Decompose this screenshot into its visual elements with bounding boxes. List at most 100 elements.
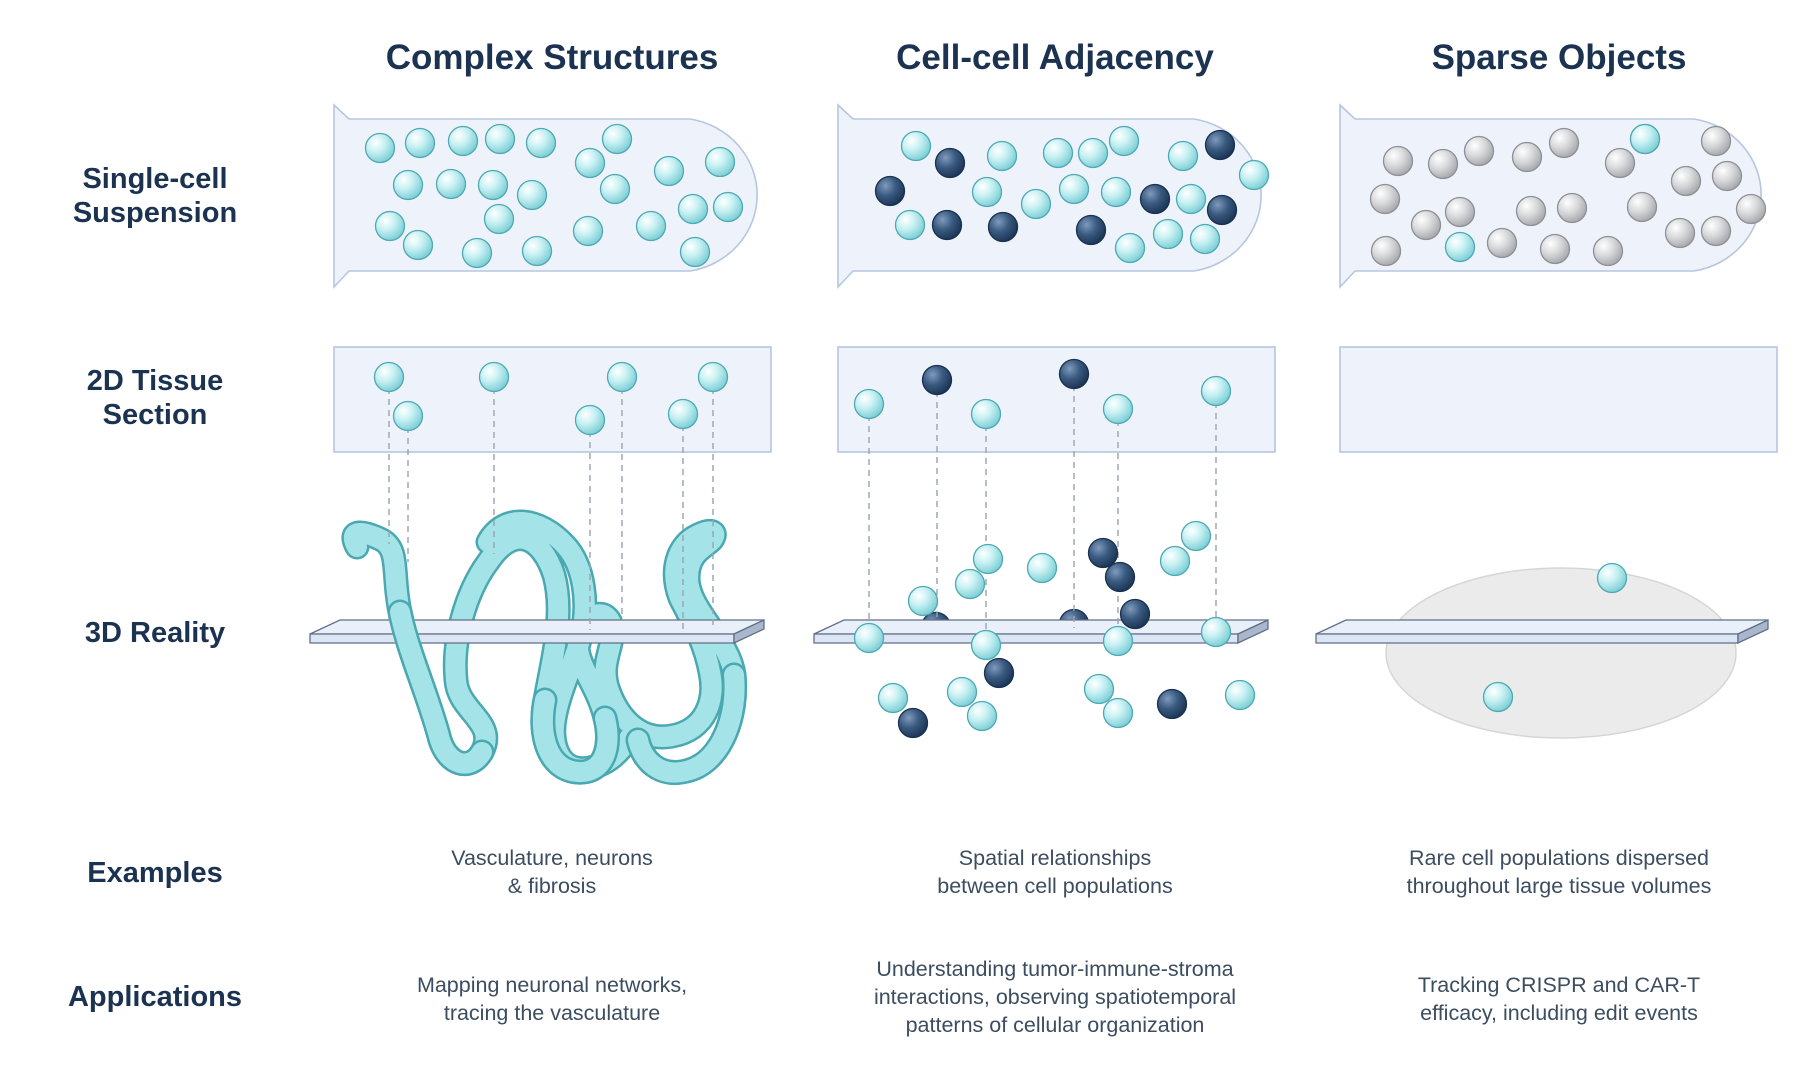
text-line: Rare cell populations dispersed — [1409, 846, 1709, 870]
cell-gray — [1664, 217, 1696, 249]
cell-light — [521, 235, 553, 267]
cell-light — [374, 210, 406, 242]
text-line: Understanding tumor-immune-stroma — [876, 957, 1234, 981]
cell-light — [402, 229, 434, 261]
cell-light — [1114, 232, 1146, 264]
cell-light — [966, 700, 998, 732]
cell-light — [1077, 137, 1109, 169]
glass-slide-front — [309, 633, 735, 644]
glass-slide-top — [1315, 619, 1769, 635]
cell-dark — [1087, 537, 1119, 569]
row-label-single-cell-suspension: Single-cell Suspension — [10, 162, 300, 230]
row-label-2d-tissue-section: 2D Tissue Section — [10, 364, 300, 432]
glass-slide-side — [733, 618, 765, 645]
cell-light — [697, 361, 729, 393]
cell-light — [373, 361, 405, 393]
cell-gray — [1556, 192, 1588, 224]
cell-light — [572, 215, 604, 247]
cell-light — [1596, 562, 1628, 594]
glass-slide-side — [1737, 618, 1769, 645]
cell-gray — [1511, 141, 1543, 173]
cell-light — [461, 237, 493, 269]
tissue-section-panel — [837, 346, 1276, 453]
cell-light — [435, 168, 467, 200]
cell-light — [1189, 223, 1221, 255]
row-label-line: 2D Tissue — [86, 365, 224, 397]
cell-light — [1083, 673, 1115, 705]
text-line: tracing the vasculature — [443, 1001, 661, 1025]
row-label-3d-reality: 3D Reality — [10, 616, 300, 650]
examples-sparse-objects: Rare cell populations dispersed througho… — [1329, 844, 1789, 900]
tissue-section-panel — [333, 346, 772, 453]
glass-slide-side — [1237, 618, 1269, 645]
cell-light — [712, 191, 744, 223]
cell-light — [1444, 231, 1476, 263]
cell-light — [971, 176, 1003, 208]
cell-light — [970, 629, 1002, 661]
cell-light — [1152, 218, 1184, 250]
cell-gray — [1700, 215, 1732, 247]
text-line: efficacy, including edit events — [1420, 1001, 1698, 1025]
cell-light — [525, 127, 557, 159]
cell-gray — [1369, 183, 1401, 215]
glass-slide-top — [309, 619, 765, 635]
examples-cell-cell-adjacency: Spatial relationships between cell popul… — [825, 844, 1285, 900]
cell-gray — [1427, 148, 1459, 180]
cell-gray — [1463, 135, 1495, 167]
cell-light — [1058, 173, 1090, 205]
cell-dark — [1139, 183, 1171, 215]
cell-light — [704, 146, 736, 178]
cell-light — [853, 622, 885, 654]
cell-light — [364, 132, 396, 164]
cell-light — [667, 398, 699, 430]
cell-light — [894, 209, 926, 241]
text-line: Tracking CRISPR and CAR-T — [1417, 973, 1701, 997]
cell-dark — [931, 209, 963, 241]
cell-light — [635, 210, 667, 242]
cell-dark — [1204, 129, 1236, 161]
cell-light — [1100, 176, 1132, 208]
row-label-line: Suspension — [72, 197, 238, 229]
row-label-line: Applications — [67, 981, 242, 1013]
text-line: & fibrosis — [507, 874, 597, 898]
cell-light — [1175, 183, 1207, 215]
tissue-section-panel — [1339, 346, 1778, 453]
cell-gray — [1711, 160, 1743, 192]
text-line: patterns of cellular organization — [905, 1013, 1205, 1037]
applications-cell-cell-adjacency: Understanding tumor-immune-stroma intera… — [825, 955, 1285, 1039]
cell-gray — [1444, 196, 1476, 228]
cell-dark — [1075, 214, 1107, 246]
cell-gray — [1548, 127, 1580, 159]
text-line: Mapping neuronal networks, — [416, 973, 688, 997]
cell-light — [484, 123, 516, 155]
cell-gray — [1370, 235, 1402, 267]
cell-light — [853, 388, 885, 420]
cell-light — [1629, 123, 1661, 155]
cell-light — [1020, 188, 1052, 220]
cell-light — [601, 123, 633, 155]
cell-light — [392, 169, 424, 201]
cell-light — [1238, 159, 1270, 191]
cell-gray — [1670, 165, 1702, 197]
cell-light — [606, 361, 638, 393]
cell-light — [1200, 616, 1232, 648]
cell-light — [679, 236, 711, 268]
vessel-front-fill — [390, 602, 745, 783]
cell-gray — [1539, 233, 1571, 265]
cell-light — [986, 140, 1018, 172]
cell-gray — [1700, 125, 1732, 157]
cell-light — [478, 361, 510, 393]
row-label-line: 3D Reality — [84, 617, 226, 649]
cell-dark — [1058, 358, 1090, 390]
applications-complex-structures: Mapping neuronal networks, tracing the v… — [322, 971, 782, 1027]
cell-light — [483, 203, 515, 235]
cell-light — [447, 125, 479, 157]
text-line: between cell populations — [937, 874, 1173, 898]
cell-gray — [1515, 195, 1547, 227]
cell-light — [599, 173, 631, 205]
text-line: Vasculature, neurons — [451, 846, 653, 870]
text-line: interactions, observing spatiotemporal — [873, 985, 1237, 1009]
column-title-sparse-objects: Sparse Objects — [1431, 38, 1687, 77]
